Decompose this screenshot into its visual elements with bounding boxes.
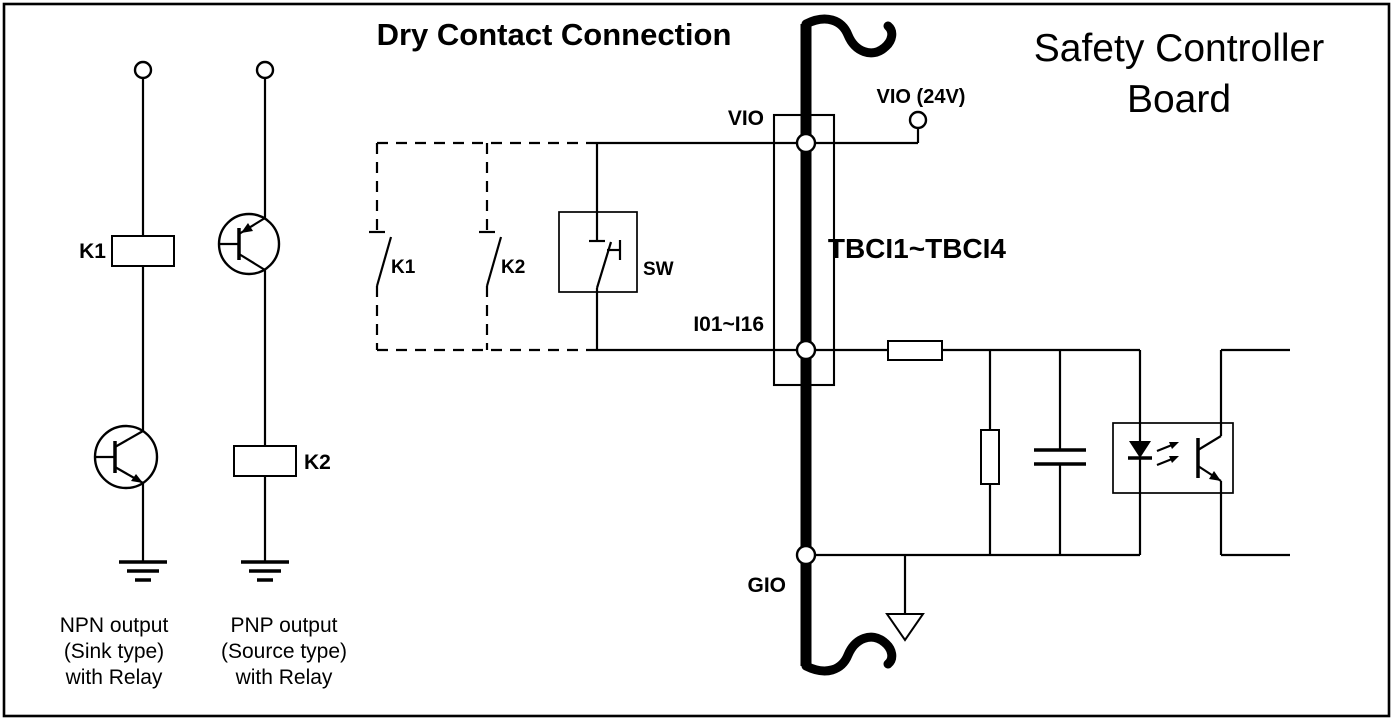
phototransistor-icon xyxy=(1196,435,1222,482)
capacitor-icon xyxy=(1034,350,1086,555)
board-break-bottom-icon xyxy=(801,632,897,676)
npn-relay-circuit: K1 NPN output (Sink type) with Relay xyxy=(60,60,175,689)
contact-k2-icon xyxy=(479,143,503,350)
open-terminal-icon xyxy=(908,110,928,130)
input-terminal xyxy=(795,339,817,361)
optocoupler-icon xyxy=(1112,350,1234,555)
earth-ground-icon xyxy=(241,560,289,582)
inputs-label: I01~I16 xyxy=(693,313,764,336)
board-break-top-icon xyxy=(801,14,897,58)
pnp-transistor-icon xyxy=(217,212,281,276)
led-icon xyxy=(1129,441,1151,458)
relay-coil-k2 xyxy=(233,445,297,477)
relay-k2-label: K2 xyxy=(304,451,331,474)
gio-terminal xyxy=(795,544,817,566)
npn-transistor-icon xyxy=(93,424,159,490)
pnp-legend-line3: with Relay xyxy=(235,666,333,689)
light-arrows-icon xyxy=(1156,442,1179,467)
pulldown-resistor-icon xyxy=(980,429,1000,485)
relay-coil-k1 xyxy=(111,235,175,267)
earth-ground-icon xyxy=(119,560,167,582)
vio-24v-label: VIO (24V) xyxy=(877,86,966,108)
sw-label: SW xyxy=(643,259,674,280)
input-filter-circuit xyxy=(806,340,1140,642)
dry-contact-network: K1 K2 SW xyxy=(369,141,805,352)
board-title-line2: Board xyxy=(1127,78,1231,121)
vio-terminal xyxy=(795,132,817,154)
board-title-line1: Safety Controller xyxy=(1034,27,1324,70)
pnp-legend-line2: (Source type) xyxy=(221,640,347,663)
push-switch-icon xyxy=(589,212,622,292)
optocoupler-box xyxy=(1112,422,1234,494)
npn-legend-line1: NPN output xyxy=(60,614,169,637)
gio-label: GIO xyxy=(747,574,786,597)
npn-legend-line2: (Sink type) xyxy=(64,640,164,663)
open-terminal-icon xyxy=(133,60,153,80)
contact-k2-label: K2 xyxy=(501,257,525,278)
diagram-title: Dry Contact Connection xyxy=(377,17,732,52)
contact-k1-icon xyxy=(369,143,393,350)
vio-label: VIO xyxy=(728,107,764,130)
vio-24v-stub xyxy=(805,110,928,145)
chassis-ground-icon xyxy=(885,613,925,642)
npn-legend-line3: with Relay xyxy=(65,666,163,689)
pnp-relay-circuit: K2 PNP output (Source type) with Relay xyxy=(217,60,347,689)
series-resistor-icon xyxy=(887,340,943,361)
tbci-label: TBCI1~TBCI4 xyxy=(828,233,1007,264)
relay-k1-label: K1 xyxy=(79,240,106,263)
contact-k1-label: K1 xyxy=(391,257,416,278)
open-terminal-icon xyxy=(255,60,275,80)
pnp-legend-line1: PNP output xyxy=(230,614,337,637)
